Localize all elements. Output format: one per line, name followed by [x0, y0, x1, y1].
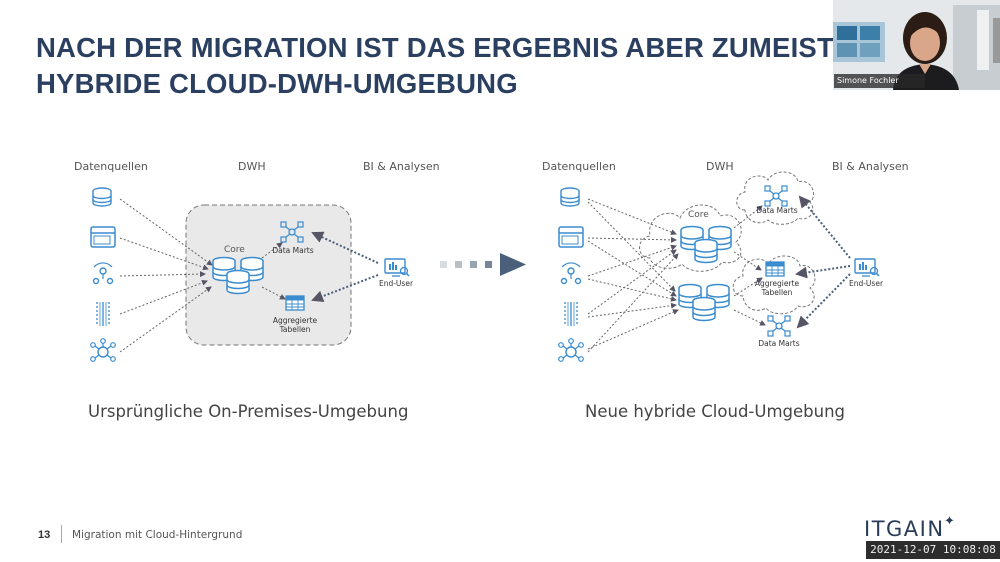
left-data-marts-label: Data Marts [272, 246, 314, 255]
people-group-icon [92, 262, 114, 285]
data-marts-cloud [736, 171, 814, 225]
end-user-icon-left [384, 258, 410, 277]
right-data-marts-top-label: Data Marts [756, 206, 798, 215]
right-column-header-sources: Datenquellen [542, 160, 616, 173]
slide-title: NACH DER MIGRATION IST DAS ERGEBNIS ABER… [36, 30, 836, 102]
database-icon [560, 187, 580, 207]
right-aggregated-label: Aggregierte Tabellen [750, 279, 804, 297]
left-caption: Ursprüngliche On-Premises-Umgebung [88, 402, 409, 421]
data-stream-icon [96, 301, 110, 327]
database-icon [92, 187, 112, 207]
right-end-user-label: End-User [848, 279, 884, 288]
source-icons-left [89, 187, 117, 362]
right-aggregated-label-line-1: Aggregierte [754, 279, 800, 288]
data-stream-icon [564, 301, 578, 327]
itgain-logo: ITGAIN [864, 517, 945, 541]
aggregated-tables-icon-right [765, 261, 785, 277]
source-arrows-left [119, 198, 213, 353]
footer-divider [61, 525, 62, 543]
webcam-video-tile[interactable] [833, 0, 1000, 90]
aggregated-tables-icon [285, 295, 305, 311]
left-aggregated-label: Aggregierte Tabellen [268, 316, 322, 334]
slide-title-line-1: NACH DER MIGRATION IST DAS ERGEBNIS ABER… [36, 32, 834, 63]
slide-page-number: 13 [38, 529, 51, 541]
network-icon [558, 338, 584, 362]
application-window-icon [90, 226, 116, 248]
right-data-marts-bottom-label: Data Marts [758, 339, 800, 348]
right-core-label: Core [688, 210, 709, 220]
source-icons-right [558, 187, 584, 362]
right-column-header-bi: BI & Analysen [832, 160, 909, 173]
left-column-header-bi: BI & Analysen [363, 160, 440, 173]
right-caption: Neue hybride Cloud-Umgebung [585, 402, 846, 421]
aggregated-cloud [732, 255, 816, 315]
people-group-icon [560, 262, 582, 285]
dwh-boundary-box [185, 204, 352, 346]
cloud-databases-right [678, 283, 730, 322]
footer-text: Migration mit Cloud-Hintergrund [72, 529, 243, 541]
right-aggregated-label-line-2: Tabellen [761, 288, 793, 297]
recording-timestamp: 2021-12-07 10:08:08 [866, 541, 1000, 559]
left-core-label: Core [224, 245, 245, 255]
left-end-user-label: End-User [378, 279, 414, 288]
right-column-header-dwh: DWH [706, 160, 734, 173]
left-aggregated-label-line-1: Aggregierte [272, 316, 318, 325]
source-arrows-right [587, 198, 679, 353]
network-icon [89, 338, 117, 362]
webcam-participant-name: Simone Fochler [834, 74, 925, 88]
left-aggregated-label-line-2: Tabellen [279, 325, 311, 334]
slide-title-line-2: HYBRIDE CLOUD-DWH-UMGEBUNG [36, 68, 518, 99]
logo-star-icon: ✦ [944, 513, 955, 528]
left-column-header-sources: Datenquellen [74, 160, 148, 173]
application-window-icon [558, 226, 584, 248]
left-column-header-dwh: DWH [238, 160, 266, 173]
end-user-icon-right [854, 258, 880, 277]
data-marts-icon-bottom [767, 315, 791, 337]
migration-arrow [440, 253, 526, 276]
